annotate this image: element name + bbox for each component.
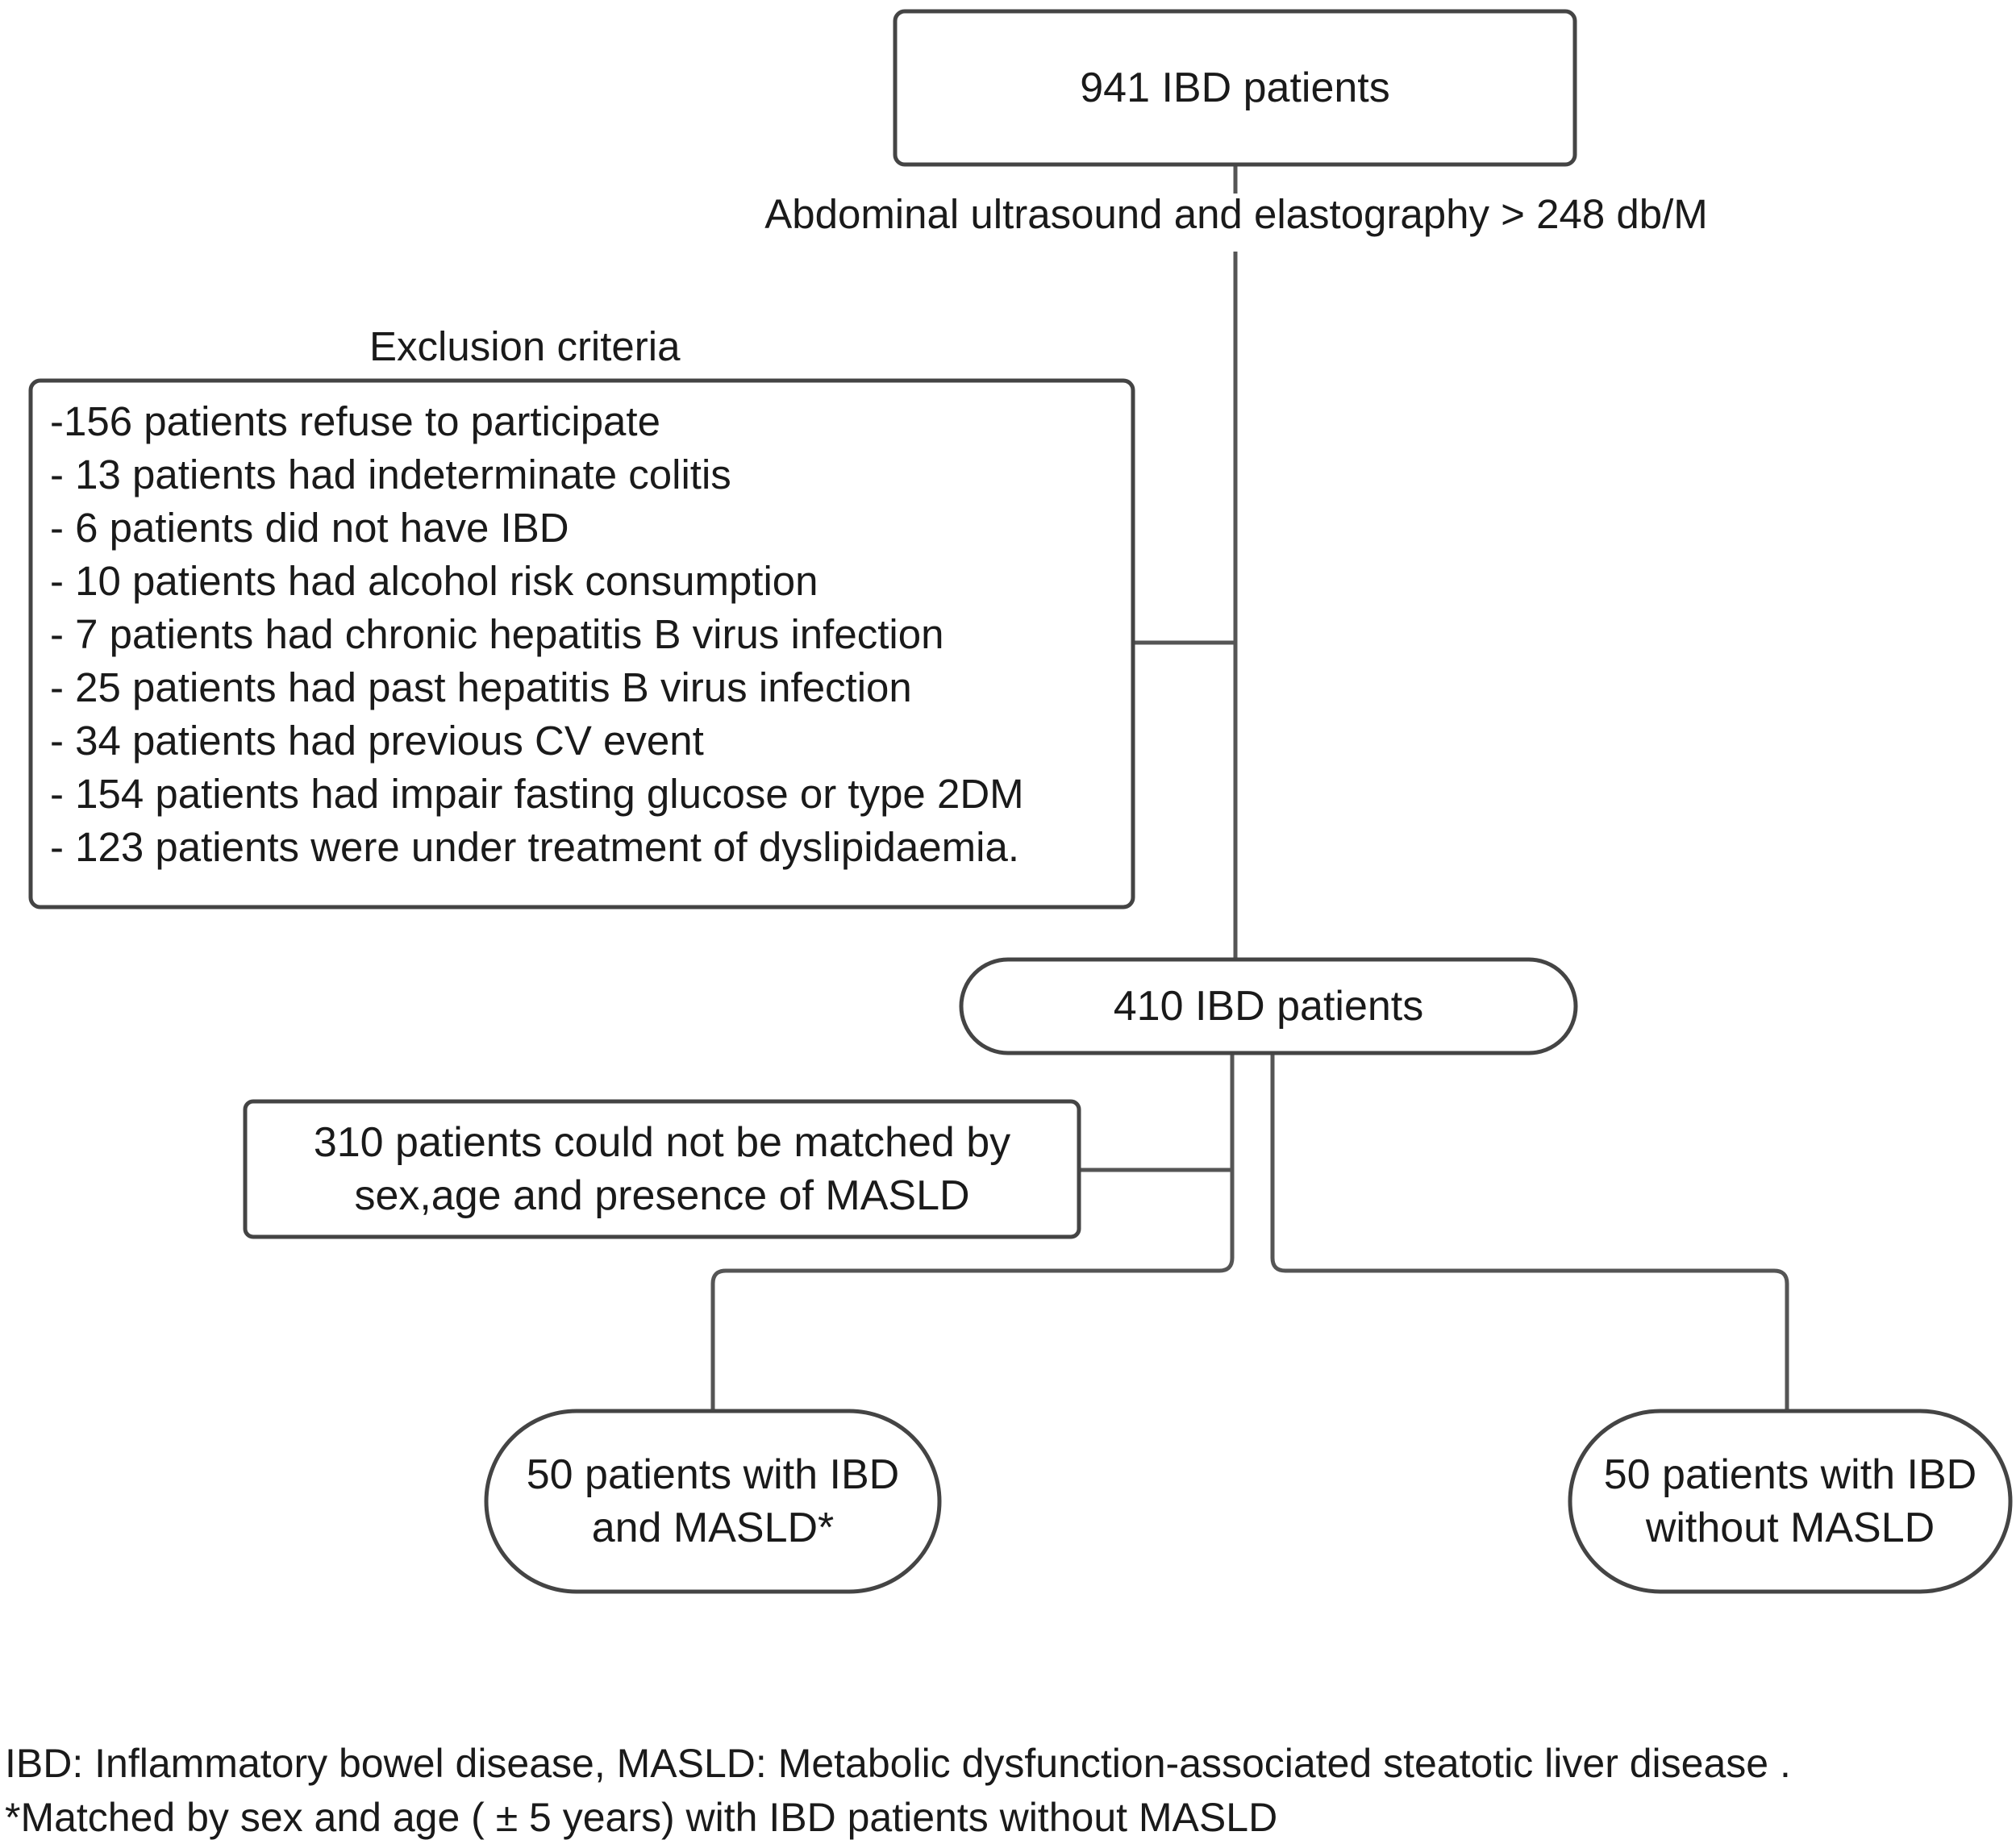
- exclusion-item: - 6 patients did not have IBD: [50, 505, 569, 551]
- exclusion-item: - 13 patients had indeterminate colitis: [50, 452, 731, 497]
- exclusion-item: - 154 patients had impair fasting glucos…: [50, 771, 1024, 817]
- exclusion-item: - 34 patients had previous CV event: [50, 718, 704, 764]
- step-label: Abdominal ultrasound and elastography > …: [764, 191, 1708, 237]
- left-outcome-line-2: and MASLD*: [591, 1505, 835, 1551]
- top-box-label: 941 IBD patients: [1080, 65, 1390, 111]
- middle-node-label: 410 IBD patients: [1113, 983, 1424, 1030]
- unmatched-line-1: 310 patients could not be matched by: [313, 1119, 1011, 1166]
- connector-right-path: [1270, 1053, 1789, 1411]
- unmatched-line-2: sex,age and presence of MASLD: [354, 1172, 970, 1219]
- footnote-matching: *Matched by sex and age ( ± 5 years) wit…: [5, 1795, 1278, 1840]
- left-outcome: 50 patients with IBD and MASLD*: [486, 1411, 939, 1592]
- middle-node: 410 IBD patients: [961, 959, 1576, 1053]
- exclusion-item: -156 patients refuse to participate: [50, 398, 660, 444]
- left-outcome-line-1: 50 patients with IBD: [526, 1451, 900, 1498]
- right-outcome: 50 patients with IBD without MASLD: [1570, 1411, 2010, 1592]
- connector-left-path: [710, 1053, 1235, 1411]
- exclusion-item: - 25 patients had past hepatitis B virus…: [50, 664, 912, 710]
- right-outcome-line-2: without MASLD: [1645, 1505, 1935, 1551]
- exclusion-item: - 10 patients had alcohol risk consumpti…: [50, 558, 818, 604]
- middle-node-shape: [959, 957, 1578, 1055]
- top-box-shape: [893, 9, 1577, 167]
- exclusion-item: - 7 patients had chronic hepatitis B vir…: [50, 611, 944, 657]
- right-outcome-line-1: 50 patients with IBD: [1603, 1451, 1977, 1498]
- right-outcome-shape: [1568, 1409, 2013, 1594]
- exclusion-box-shape: [28, 378, 1135, 910]
- exclusion-title: Exclusion criteria: [369, 323, 681, 369]
- unmatched-box: 310 patients could not be matched by sex…: [245, 1101, 1079, 1237]
- unmatched-box-shape: [243, 1099, 1081, 1239]
- left-outcome-shape: [484, 1409, 942, 1594]
- top-box: 941 IBD patients: [895, 11, 1575, 164]
- exclusion-item: - 123 patients were under treatment of d…: [50, 824, 1019, 870]
- footnote-abbreviations: IBD: Inflammatory bowel disease, MASLD: …: [5, 1741, 1791, 1786]
- exclusion-list: -156 patients refuse to participate - 13…: [50, 395, 1123, 874]
